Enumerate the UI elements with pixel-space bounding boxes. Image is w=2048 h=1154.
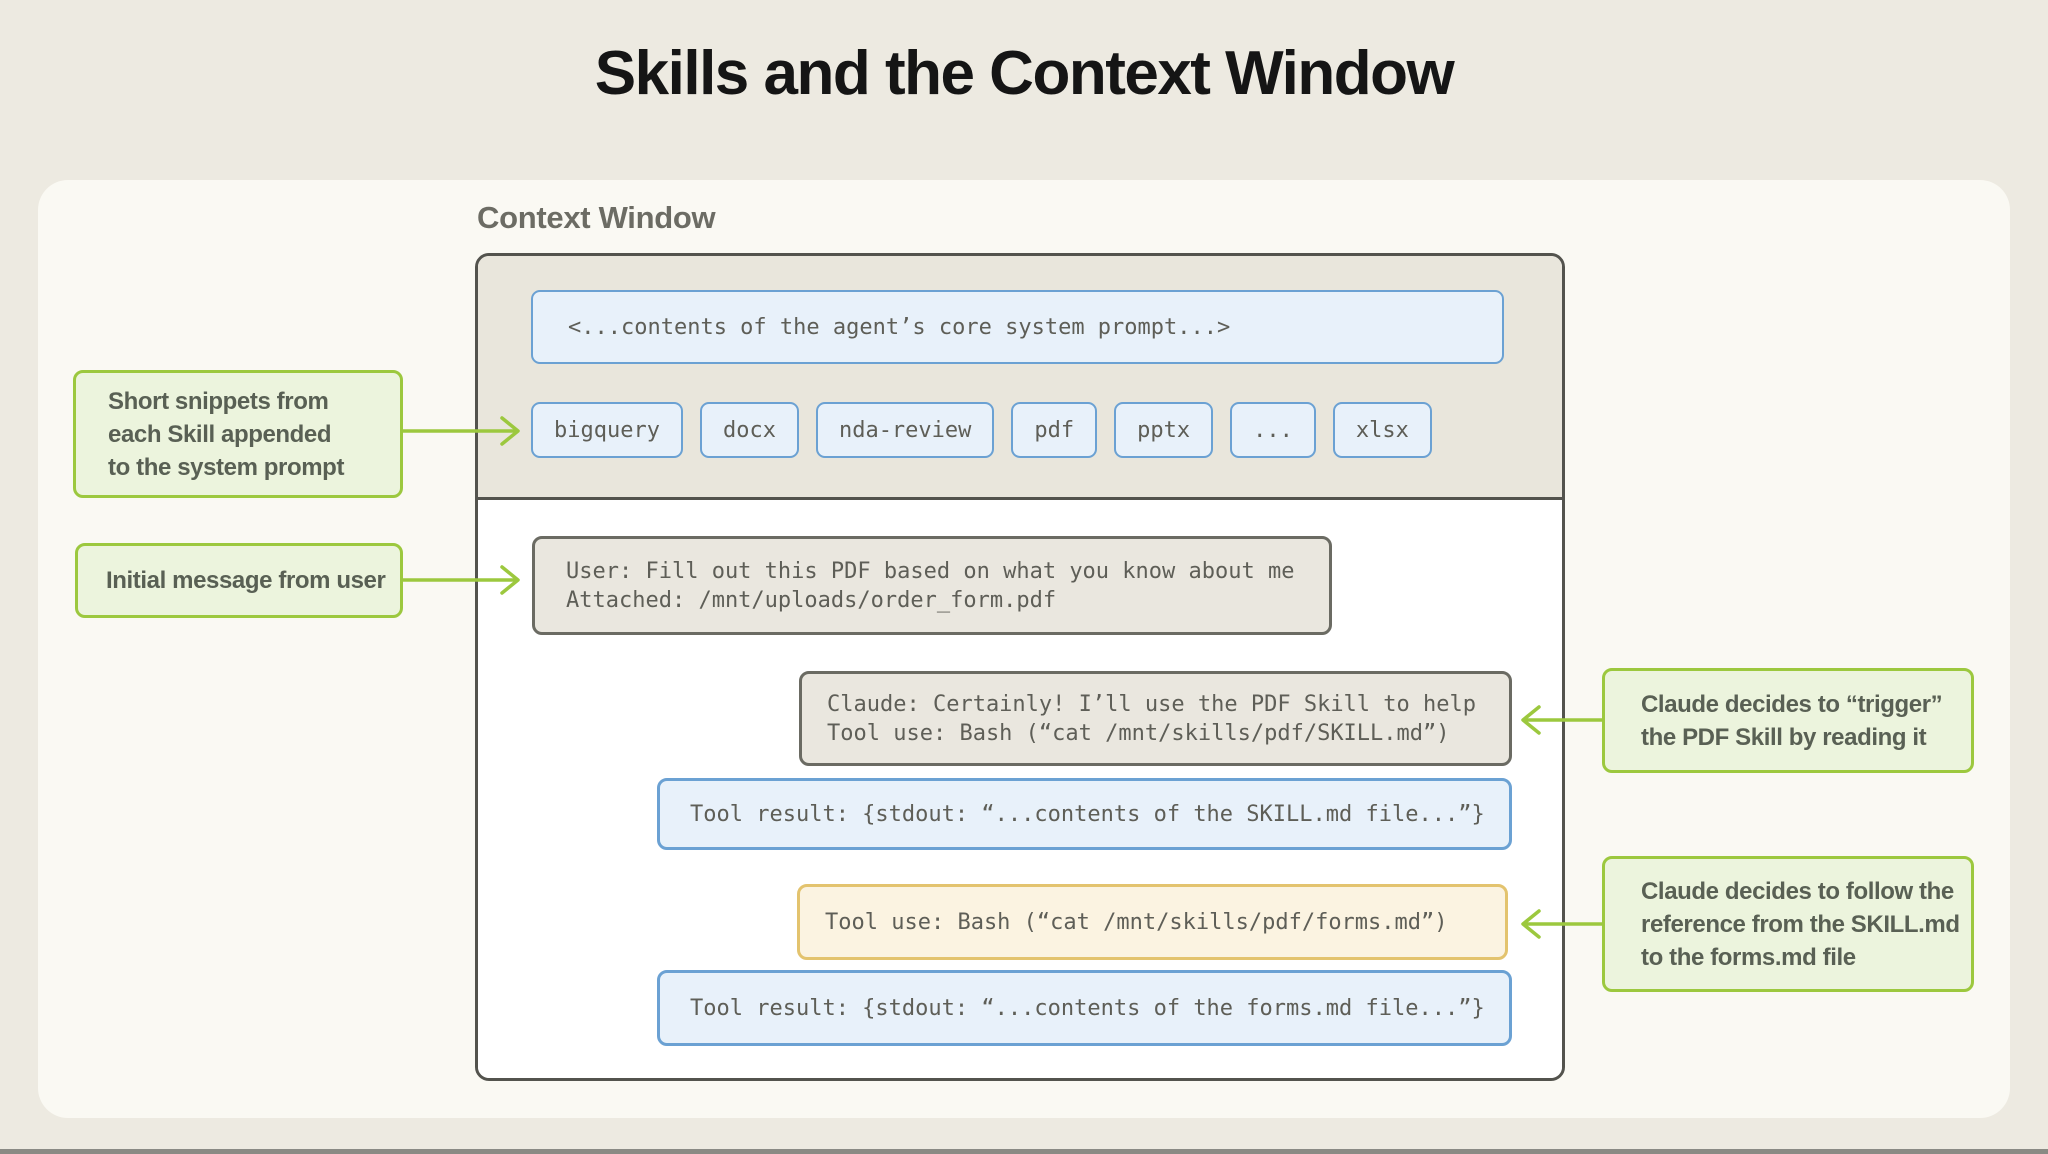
skill-chip-pdf: pdf xyxy=(1011,402,1098,458)
annotation-trigger-skill: Claude decides to “trigger” the PDF Skil… xyxy=(1602,668,1974,773)
annotation-follow-reference-line-2: reference from the SKILL.md xyxy=(1641,910,1960,938)
annotation-trigger-skill-line-2: the PDF Skill by reading it xyxy=(1641,723,1927,751)
user-message-box: User: Fill out this PDF based on what yo… xyxy=(532,536,1332,635)
context-window-label: Context Window xyxy=(477,200,716,235)
system-prompt-box: <...contents of the agent’s core system … xyxy=(531,290,1504,364)
arrow-left-to-claude-message-icon xyxy=(1518,703,1604,737)
claude-message-line-2: Tool use: Bash (“cat /mnt/skills/pdf/SKI… xyxy=(827,720,1450,746)
tool-result-forms-text: Tool result: {stdout: “...contents of th… xyxy=(690,995,1485,1021)
system-prompt-section: <...contents of the agent’s core system … xyxy=(478,256,1562,500)
annotation-trigger-skill-line-1: Claude decides to “trigger” xyxy=(1641,690,1943,718)
conversation-section: User: Fill out this PDF based on what yo… xyxy=(478,500,1562,1078)
tool-result-forms-box: Tool result: {stdout: “...contents of th… xyxy=(657,970,1512,1046)
annotation-follow-reference: Claude decides to follow the reference f… xyxy=(1602,856,1974,992)
annotation-skill-snippets-line-3: to the system prompt xyxy=(108,453,345,481)
user-message-line-1: User: Fill out this PDF based on what yo… xyxy=(566,558,1295,584)
tool-result-skill-box: Tool result: {stdout: “...contents of th… xyxy=(657,778,1512,850)
claude-message-line-1: Claude: Certainly! I’ll use the PDF Skil… xyxy=(827,691,1477,717)
annotation-initial-message: Initial message from user xyxy=(75,543,403,618)
annotation-skill-snippets-line-1: Short snippets from xyxy=(108,387,329,415)
annotation-follow-reference-line-1: Claude decides to follow the xyxy=(1641,877,1954,905)
skill-chip-ellipsis: ... xyxy=(1230,402,1316,458)
annotation-follow-reference-line-3: to the forms.md file xyxy=(1641,943,1856,971)
skill-chip-nda-review: nda-review xyxy=(815,402,995,458)
skill-chip-xlsx: xlsx xyxy=(1332,402,1432,458)
skill-chip-docx: docx xyxy=(699,402,799,458)
annotation-skill-snippets: Short snippets from each Skill appended … xyxy=(73,370,403,498)
arrow-left-to-tool-use-icon xyxy=(1518,907,1604,941)
tool-result-skill-text: Tool result: {stdout: “...contents of th… xyxy=(690,801,1485,827)
context-window-box: <...contents of the agent’s core system … xyxy=(475,253,1565,1081)
skill-chips-row: bigquery docx nda-review pdf pptx ... xl… xyxy=(531,402,1432,458)
arrow-right-to-user-message-icon xyxy=(401,563,523,597)
arrow-right-to-chips-icon xyxy=(401,414,523,448)
screen-bottom-edge xyxy=(0,1149,2048,1154)
tool-use-forms-box: Tool use: Bash (“cat /mnt/skills/pdf/for… xyxy=(797,884,1508,960)
user-message-line-2: Attached: /mnt/uploads/order_form.pdf xyxy=(566,587,1057,613)
annotation-skill-snippets-line-2: each Skill appended xyxy=(108,420,332,448)
page-title: Skills and the Context Window xyxy=(594,39,1455,108)
skill-chip-pptx: pptx xyxy=(1114,402,1214,458)
tool-use-forms-text: Tool use: Bash (“cat /mnt/skills/pdf/for… xyxy=(825,909,1448,935)
skill-chip-bigquery: bigquery xyxy=(531,402,683,458)
claude-message-box: Claude: Certainly! I’ll use the PDF Skil… xyxy=(799,671,1512,766)
annotation-initial-message-line-1: Initial message from user xyxy=(106,567,386,594)
